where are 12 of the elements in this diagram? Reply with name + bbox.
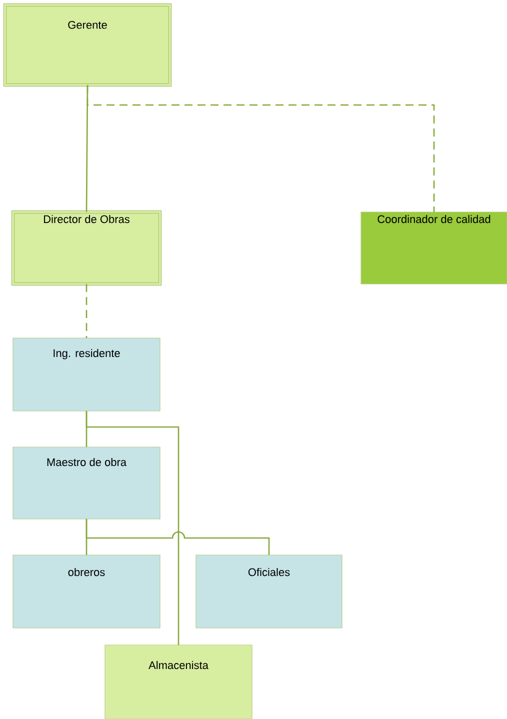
org-box: Director de Obras xyxy=(11,210,162,286)
org-box: Ing. residente xyxy=(12,338,160,412)
org-box: Maestro de obra xyxy=(12,446,160,520)
org-box: Coordinador de calidad xyxy=(360,212,507,284)
org-box: Almacenista xyxy=(104,644,252,719)
org-box: Oficiales xyxy=(196,554,342,628)
org-box: Gerente xyxy=(3,3,172,87)
connector-line xyxy=(86,85,435,212)
connector-line xyxy=(86,519,270,555)
connector-line xyxy=(86,411,180,645)
connector-line xyxy=(86,284,88,338)
org-box: obreros xyxy=(12,554,160,628)
